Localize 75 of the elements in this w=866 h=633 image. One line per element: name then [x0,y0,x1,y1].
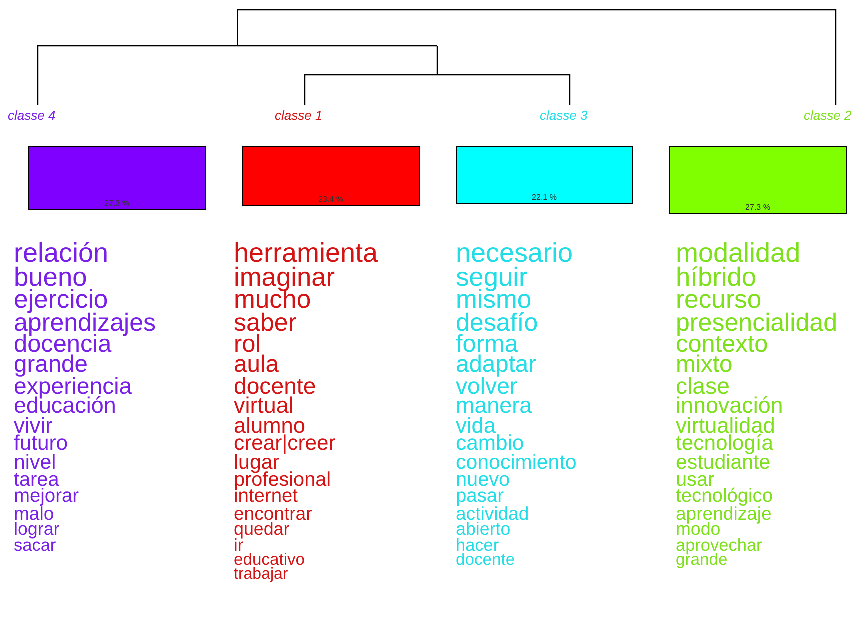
word: grande [676,553,728,568]
word: herramienta [234,242,378,266]
word: bueno [14,266,88,289]
word: virtual [234,396,294,416]
word: clase [676,376,730,396]
word: pasar [456,489,504,506]
word: adaptar [456,355,538,376]
word: mixto [676,355,733,376]
word: nivel [14,454,56,472]
word: necesario [456,242,574,266]
word: estudiante [676,454,771,472]
word: modalidad [676,242,802,266]
word: volver [456,376,518,396]
word: aprendizajes [14,312,156,334]
word: malo [14,506,54,522]
word: híbrido [676,266,757,289]
word: aula [234,355,279,376]
word: internet [234,489,298,506]
word: actividad [456,506,530,522]
word: conocimiento [456,454,577,472]
word: mejorar [14,489,80,506]
word: tarea [14,472,60,490]
word: docente [234,376,318,396]
word: recurso [676,288,762,312]
word: lograr [14,522,61,538]
word: aprovechar [676,538,764,554]
word: abierto [456,522,511,538]
word: educación [14,396,116,416]
word: aprendizaje [676,506,772,522]
word: presencialidad [676,312,838,334]
word: alumno [234,416,306,436]
word: tecnología [676,435,775,454]
word: ejercicio [14,288,108,312]
word: virtualidad [676,416,776,436]
word: forma [456,334,518,356]
word: tecnológico [676,489,774,506]
word: crear|creer [234,435,337,454]
word: lugar [234,454,280,472]
word: docencia [14,334,112,356]
word: usar [676,472,715,490]
word: nuevo [456,472,510,490]
word: sacar [14,538,56,554]
word: mucho [234,288,312,312]
word: docente [456,553,516,568]
word: futuro [14,435,70,454]
class-label: classe 2 [804,107,852,125]
class-label: classe 4 [8,107,56,125]
word: grande [14,355,88,376]
word: manera [456,396,534,416]
class-bar: 27.3 % [28,146,206,210]
word: profesional [234,472,332,490]
class-bar: 22.1 % [456,146,633,204]
class-label: classe 1 [275,107,323,125]
word: ir [234,538,244,554]
word: cambio [456,435,524,454]
word: rol [234,334,262,356]
class-bar: 27.3 % [669,146,847,214]
word: experiencia [14,376,134,396]
word: educativo [234,553,306,568]
word: innovación [676,396,784,416]
word: trabajar [234,568,290,582]
word: quedar [234,522,290,538]
word: imaginar [234,266,336,289]
word: seguir [456,266,528,289]
class-label: classe 3 [540,107,588,125]
word: relación [14,242,110,266]
word: modo [676,522,721,538]
word: vivir [14,416,53,436]
word: saber [234,312,298,334]
class-bar: 23.4 % [242,146,420,206]
word: vida [456,416,496,436]
word: encontrar [234,506,314,522]
word: desafío [456,312,540,334]
word: mismo [456,288,532,312]
word: hacer [456,538,500,554]
